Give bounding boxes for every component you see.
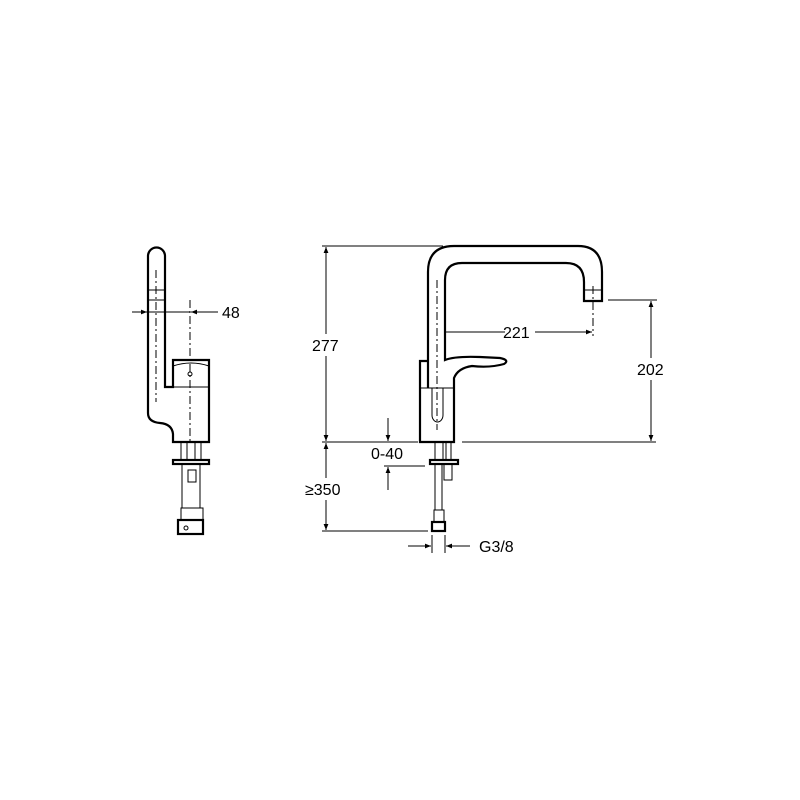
label-bg [304,478,348,500]
label-bg [310,334,344,356]
spout-outline [426,244,604,388]
side-nut-mark [183,525,189,531]
side-nut [176,518,205,536]
side-hose [181,463,201,509]
side-cap-curve [172,362,210,367]
front-pipe [434,441,444,461]
front-nut [430,520,447,533]
dim-221-label: 221 [503,325,530,342]
dim-g38-label: G3/8 [479,539,514,556]
spout-inner-tube [431,388,444,423]
side-handle-outline [146,246,211,444]
front-washer [428,458,460,466]
body-outline [418,359,456,444]
front-pipe [445,441,452,461]
front-fitting [443,463,453,481]
label-bg [636,358,670,380]
side-fitting [187,469,197,483]
front-view: 221 277 202 0-40 ≥350 G3/ [304,244,670,556]
side-pipe [194,441,202,461]
side-view: 48 [132,246,240,536]
dim-202-label: 202 [637,362,664,379]
dim-48-label: 48 [222,305,240,322]
side-hose-end [180,507,204,521]
side-washer [171,458,211,466]
dim-0-40-label: 0-40 [371,446,403,463]
side-pipe [180,441,188,461]
dim-350-label: ≥350 [305,482,341,499]
dim-277-label: 277 [312,338,339,355]
front-hose [434,463,443,511]
front-hose-end [433,509,445,523]
